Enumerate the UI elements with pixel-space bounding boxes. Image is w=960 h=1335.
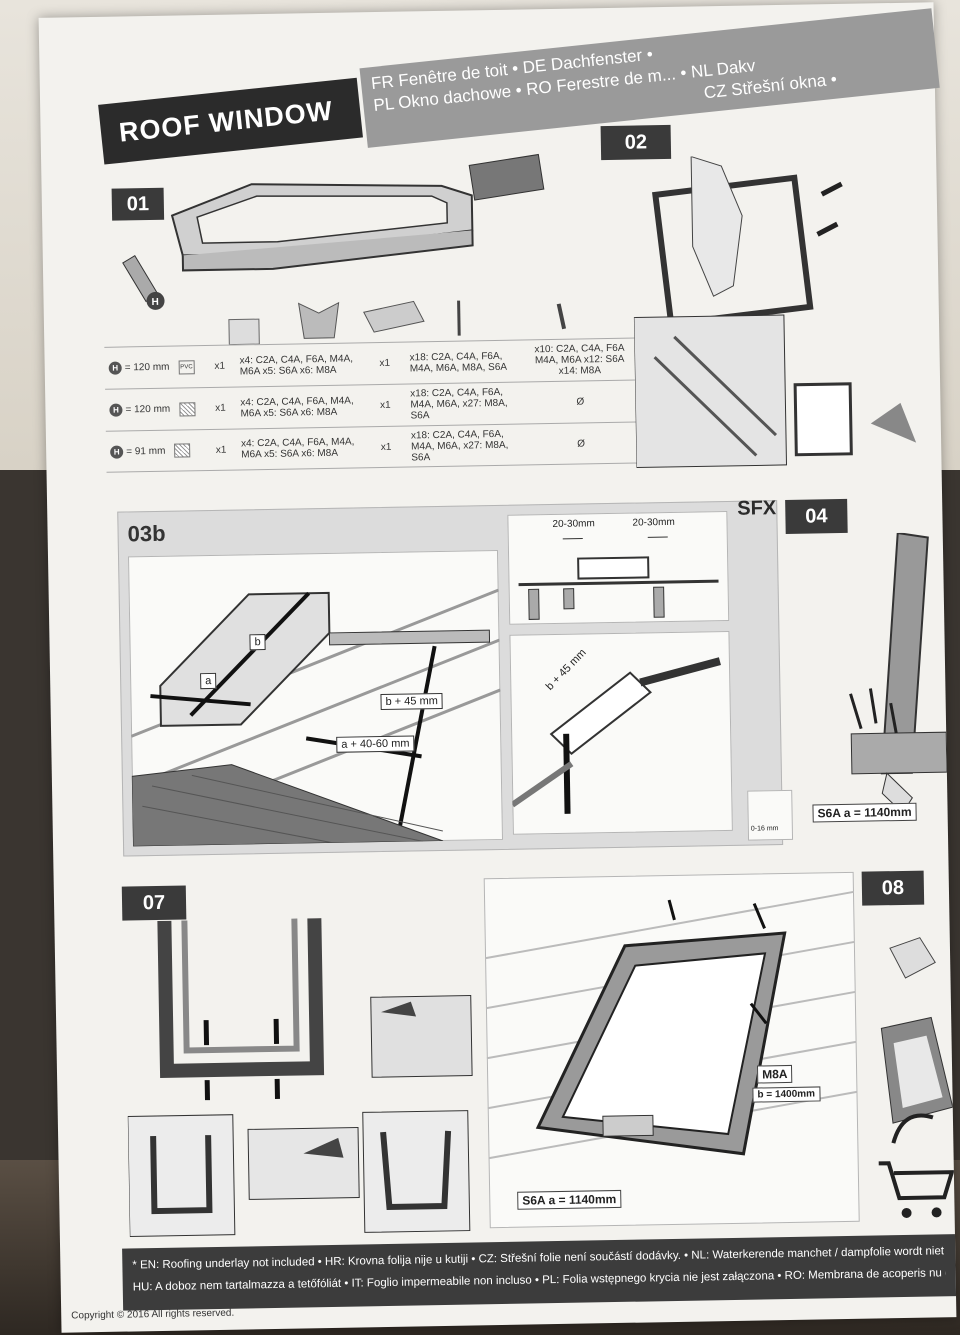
step-07-illustration [127,918,473,1238]
qty-cell: x1 [380,399,391,412]
dim-b: b [249,634,266,651]
h-badge: H [110,445,124,459]
sfx-text: SFX [737,497,777,520]
dim-b-plus-45: b + 45 mm [380,692,443,711]
wood-material-icon [174,443,191,458]
s6a-label-04: S6A a = 1140mm [812,802,917,823]
window-install-illustration [484,890,858,1160]
screws-cell: x18: C2A, C4A, F6A, M4A, M6A, x27: M8A, … [410,428,509,463]
step-03b-roof-illustration [130,588,501,847]
step-02-text: 02 [624,130,648,154]
step-03b-text: 03b [127,520,166,547]
step-02-illustration [633,155,917,469]
qty-cell: x1 [380,441,392,453]
step-04-label: 04 [785,498,848,534]
svg-text:H: H [151,297,158,308]
brackets-cell: x4: C2A, C4A, F6A, M4A, M6A x5: S6A x6: … [240,436,355,461]
sheet-title-text: ROOF WINDOW [117,94,335,148]
step-02-label: 02 [600,124,672,161]
dim-gap-left: 20-30mm [552,518,595,531]
height-value: = 120 mm [124,361,170,374]
dim-gap-right: 20-30mm [632,516,675,529]
screws-cell: x18: C2A, C4A, F6A, M4A, M6A, x27: M8A, … [410,386,508,422]
brackets-cell: x4: C2A, C4A, F6A, M4A, M6A x5: S6A x6: … [239,352,354,377]
tolerance-detail [747,789,794,841]
diagonal-detail-illustration [510,657,721,814]
step-04-illustration [849,532,948,814]
nails-cell: Ø [576,396,585,408]
height-value: = 91 mm [126,445,166,457]
step-08-label: 08 [861,870,925,906]
qty-cell: x1 [215,444,227,456]
qty-cell: x1 [214,360,226,372]
h-badge: H [108,361,122,375]
sfx-label: SFX [737,497,776,521]
m8a-label: M8A [756,1064,793,1084]
step-01-illustration: H [122,153,567,346]
screws-cell: x18: C2A, C4A, F6A, M4A, M6A, M8A, S6A [409,350,508,374]
s6a-label-07: S6A a = 1140mm [517,1189,622,1210]
dim-a-plus-40-60: a + 40-60 mm [336,735,415,753]
nails-cell: x10: C2A, C4A, F6A M4A, M6A x12: S6A x14… [534,342,625,377]
height-cell: H = 91 mm [106,443,201,459]
dim-a: a [200,672,217,690]
height-cell: H = 120 mm PVC [105,359,200,376]
step-08-text: 08 [881,876,905,899]
h-badge: H [109,403,123,417]
step-07-text: 07 [142,891,166,914]
height-cell: H = 120 mm [105,401,200,418]
qty-cell: x1 [215,402,226,414]
copyright: Copyright © 2016 All rights reserved. [71,1307,235,1322]
parts-table: H = 120 mm PVC x1 x4: C2A, C4A, F6A, M4A… [104,336,707,473]
dim-tolerance: 0-16 mm [750,825,779,833]
step-03b-label: 03b [127,521,165,548]
wood-material-icon [179,401,196,417]
step-07-label: 07 [121,885,187,921]
step-04-text: 04 [805,504,828,528]
instruction-sheet: ROOF WINDOW FR Fenêtre de toit • DE Dach… [38,2,957,1333]
brackets-cell: x4: C2A, C4A, F6A, M4A, M6A x5: S6A x6: … [240,394,354,419]
step-08-illustration [878,937,955,1218]
m8a-b-dim: b = 1400mm [752,1086,821,1103]
nails-cell: Ø [577,437,586,450]
gap-detail-illustration [518,536,719,620]
footer-notice: * EN: Roofing underlay not included • HR… [122,1234,957,1311]
qty-cell: x1 [379,357,391,370]
height-value: = 120 mm [125,403,171,416]
material-icon: PVC [178,359,195,375]
